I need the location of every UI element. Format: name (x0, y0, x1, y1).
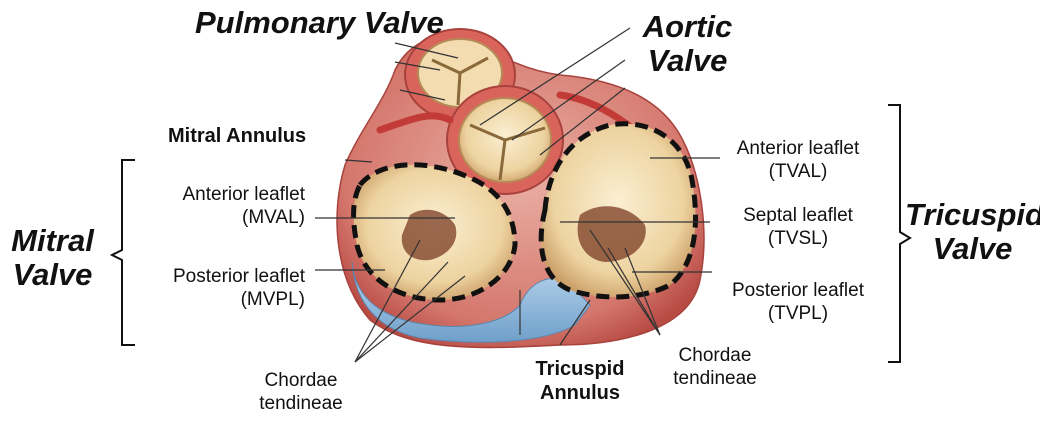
tval-label: Anterior leaflet (TVAL) (718, 138, 878, 184)
mval-label: Anterior leaflet (MVAL) (140, 184, 305, 230)
tricuspid-annulus-label: Tricuspid Annulus (515, 357, 645, 405)
pulmonary-valve-label: Pulmonary Valve (195, 6, 385, 40)
tricuspid-valve-label: Tricuspid Valve (905, 198, 1040, 266)
chordae-left-label: Chordae tendineae (246, 370, 356, 416)
mvpl-label: Posterior leaflet (MVPL) (140, 266, 305, 312)
tvsl-label: Septal leaflet (TVSL) (718, 205, 878, 251)
tricuspid-valve-text: Tricuspid Valve (905, 197, 1040, 266)
mitral-valve-label: Mitral Valve (0, 224, 105, 292)
pulmonary-valve-text: Pulmonary Valve (195, 5, 444, 40)
chordae-right-label: Chordae tendineae (660, 345, 770, 391)
mitral-valve-text: Mitral Valve (11, 223, 94, 292)
aortic-valve-label: Aortic Valve (630, 10, 745, 78)
aortic-valve-text: Aortic Valve (643, 9, 733, 78)
mitral-valve-bracket (112, 160, 135, 345)
tvpl-label: Posterior leaflet (TVPL) (718, 280, 878, 326)
mitral-annulus-label: Mitral Annulus (168, 124, 306, 148)
